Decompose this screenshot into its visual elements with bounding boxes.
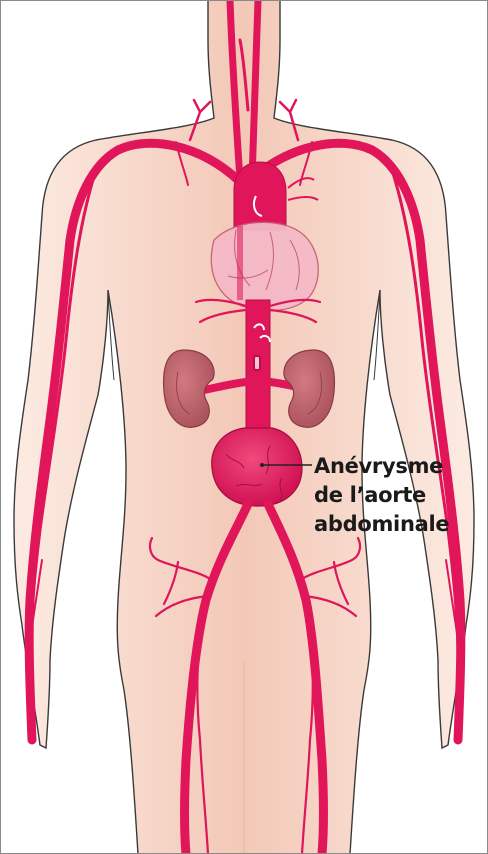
aneurysm-label-line2: de l’aorte — [314, 481, 484, 510]
aneurysm-label-line1: Anévrysme — [314, 452, 484, 481]
heart — [211, 222, 318, 310]
aortic-arch — [234, 162, 286, 230]
aneurysm — [212, 428, 302, 506]
aneurysm-label: Anévrysme de l’aorte abdominale — [314, 452, 484, 539]
aneurysm-label-line3: abdominale — [314, 510, 484, 539]
